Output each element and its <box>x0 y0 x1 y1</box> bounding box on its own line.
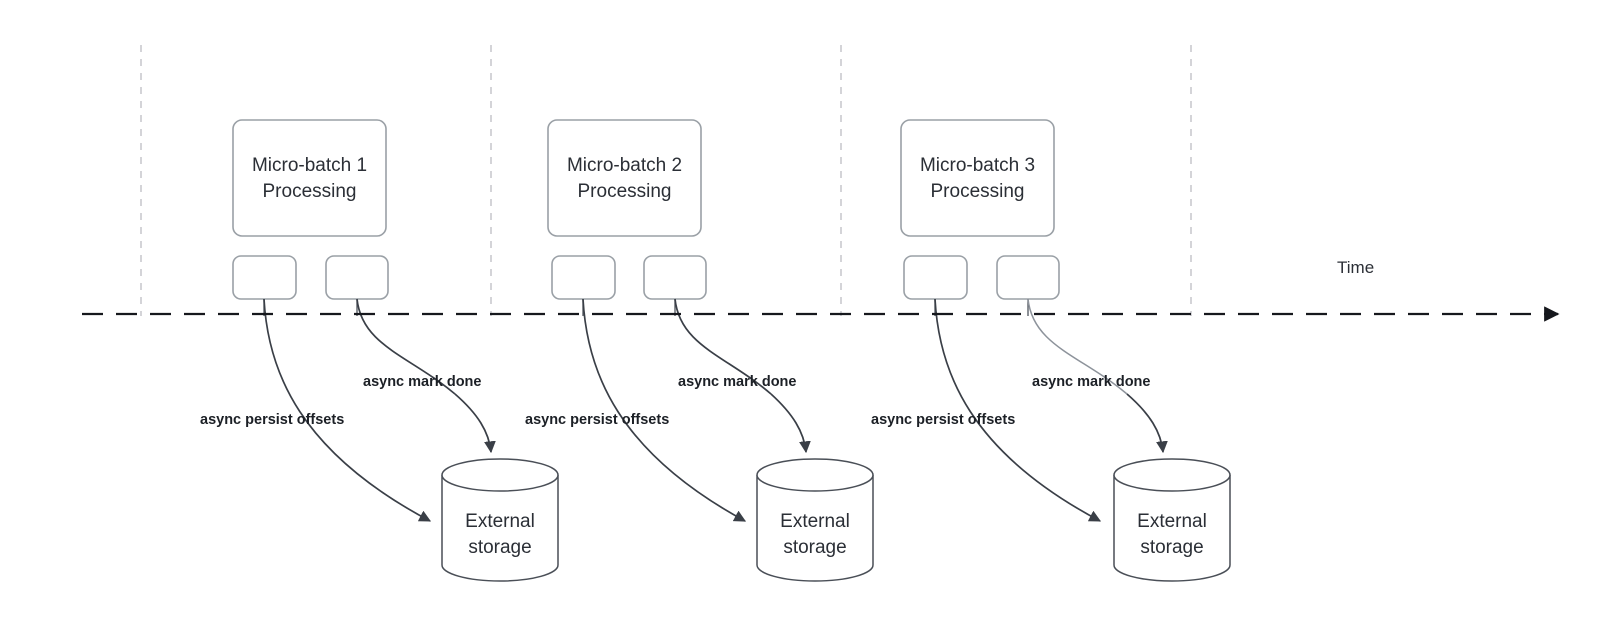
micro-batch-label-2-line1: Micro-batch 2 <box>567 155 682 176</box>
edge-label-persist-offsets-2: async persist offsets <box>525 412 669 428</box>
group-2: Micro-batch 2 Processing async mark done… <box>525 119 874 582</box>
storage-cylinder-body-3[interactable] <box>1113 475 1231 582</box>
batch-boundary-separators <box>140 45 1192 316</box>
group-1: Micro-batch 1 Processing async mark done… <box>200 119 559 582</box>
micro-batch-box-2[interactable] <box>547 119 702 237</box>
micro-batch-label-1-line1: Micro-batch 1 <box>252 155 367 176</box>
task-box-2a[interactable] <box>551 255 616 300</box>
micro-batch-label-3-line1: Micro-batch 3 <box>920 155 1035 176</box>
micro-batch-label-3-line2: Processing <box>931 181 1025 202</box>
storage-label-1-line2: storage <box>468 537 531 558</box>
group-3: Micro-batch 3 Processing async mark done… <box>871 119 1231 582</box>
edge-label-mark-done-1: async mark done <box>363 374 481 390</box>
storage-cylinder-top-3 <box>1113 458 1231 492</box>
time-axis-label: Time <box>1337 258 1374 277</box>
task-box-1b[interactable] <box>325 255 389 300</box>
task-box-2b[interactable] <box>643 255 707 300</box>
storage-label-2-line1: External <box>780 511 850 532</box>
edge-mark-done-2-lower <box>770 393 811 454</box>
edge-label-persist-offsets-1: async persist offsets <box>200 412 344 428</box>
edge-label-mark-done-2: async mark done <box>678 374 796 390</box>
storage-label-3-line1: External <box>1137 511 1207 532</box>
task-box-3b[interactable] <box>996 255 1060 300</box>
edge-persist-offsets-2 <box>582 298 747 522</box>
micro-batch-label-1-line2: Processing <box>263 181 357 202</box>
task-box-3a[interactable] <box>903 255 968 300</box>
task-box-1a[interactable] <box>232 255 297 300</box>
storage-cylinder-top-1 <box>441 458 559 492</box>
edge-label-persist-offsets-3: async persist offsets <box>871 412 1015 428</box>
storage-label-1-line1: External <box>465 511 535 532</box>
timeline-axis: Time <box>82 258 1560 322</box>
edge-label-mark-done-3: async mark done <box>1032 374 1150 390</box>
edge-mark-done-3-lower <box>1126 393 1168 454</box>
edge-persist-offsets-3 <box>934 298 1102 522</box>
storage-label-3-line2: storage <box>1140 537 1203 558</box>
micro-batch-box-1[interactable] <box>232 119 387 237</box>
edge-mark-done-1-lower <box>454 393 496 454</box>
storage-label-2-line2: storage <box>783 537 846 558</box>
storage-cylinder-body-1[interactable] <box>441 475 559 582</box>
storage-cylinder-top-2 <box>756 458 874 492</box>
edge-mark-done-3-upper <box>1027 298 1128 395</box>
storage-cylinder-body-2[interactable] <box>756 475 874 582</box>
micro-batch-label-2-line2: Processing <box>578 181 672 202</box>
micro-batch-box-3[interactable] <box>900 119 1055 237</box>
edge-persist-offsets-1 <box>263 298 432 522</box>
